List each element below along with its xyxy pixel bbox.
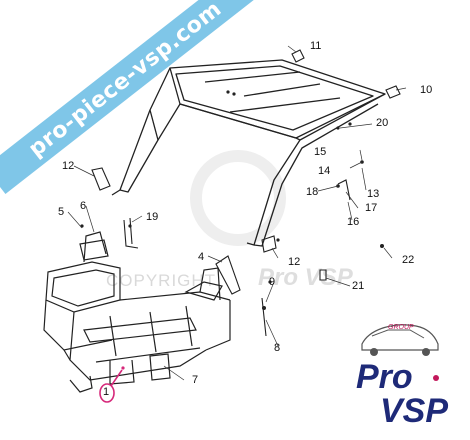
callout-15: 15 [314, 146, 327, 158]
callout-20: 20 [376, 117, 389, 129]
chassis-frame [43, 231, 231, 393]
callout-4: 4 [198, 251, 205, 263]
callout-8: 8 [274, 342, 281, 354]
callout-22: 22 [402, 254, 415, 266]
leader-lines [67, 45, 407, 381]
callout-7: 7 [192, 374, 199, 386]
callout-10: 10 [420, 84, 433, 96]
callout-9: 9 [269, 276, 276, 288]
small-parts [91, 49, 401, 337]
callout-14: 14 [318, 165, 331, 177]
callout-1-highlight [99, 366, 125, 403]
logo-pro-text: Pro [356, 358, 413, 396]
callout-13: 13 [367, 188, 380, 200]
callout-19: 19 [146, 211, 159, 223]
callout-1: 1 [103, 386, 110, 398]
logo-group-text: GROUP [388, 324, 414, 331]
callout-18: 18 [306, 186, 319, 198]
callout-12-right: 12 [288, 256, 301, 268]
callout-5: 5 [58, 206, 65, 218]
brand-watermark-text: Pro VSP [258, 264, 353, 291]
logo-car-icon [361, 324, 439, 381]
callout-12-left: 12 [62, 160, 75, 172]
callout-21: 21 [352, 280, 365, 292]
callout-16: 16 [347, 216, 360, 228]
fastener-dots [80, 90, 384, 310]
callout-17: 17 [365, 202, 378, 214]
roof-frame [111, 59, 386, 247]
copyright-watermark-text: COPYRIGHT [106, 271, 217, 290]
callout-6: 6 [80, 200, 87, 212]
callout-11: 11 [310, 40, 322, 52]
logo-vsp-text: VSP [380, 392, 449, 430]
